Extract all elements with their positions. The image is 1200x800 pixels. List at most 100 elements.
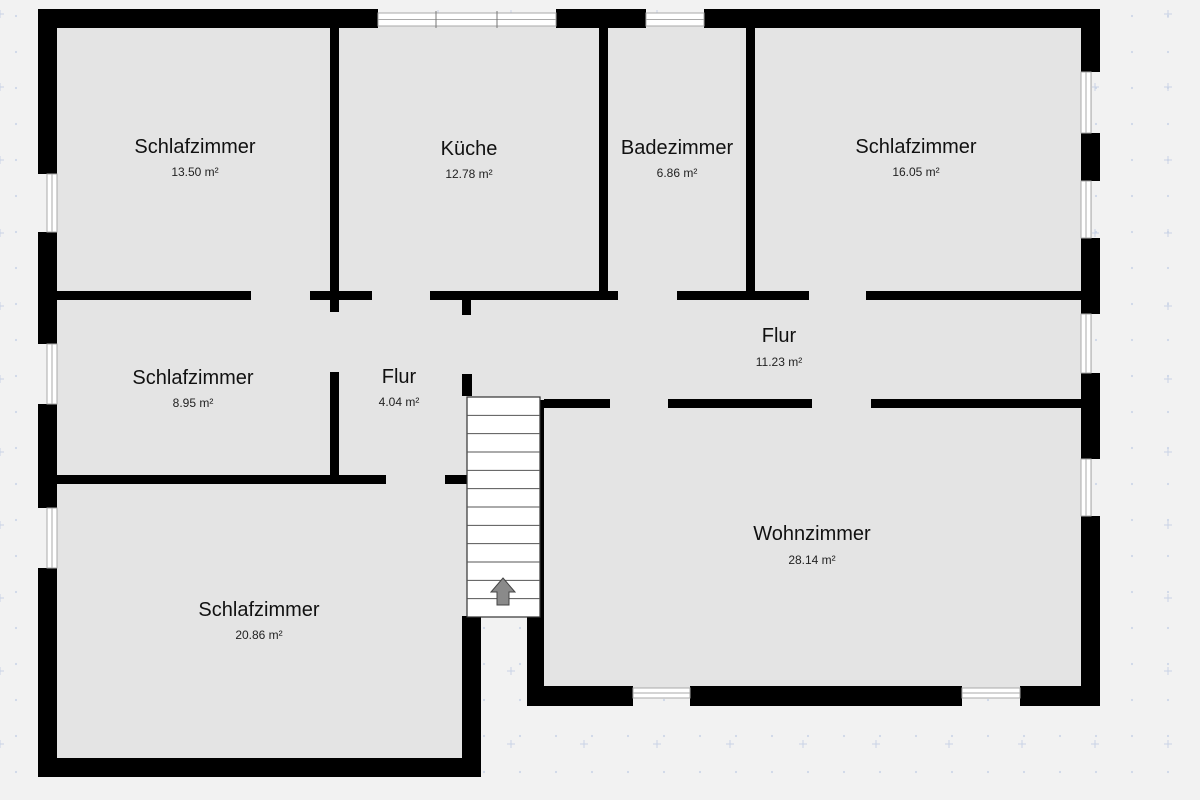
grid-dot: [14, 662, 18, 666]
room-area: 11.23 m²: [756, 355, 802, 369]
wall-right-5: [1081, 516, 1100, 706]
grid-dot: [1130, 86, 1134, 90]
grid-dot: [1166, 554, 1170, 558]
grid-dot: [662, 734, 666, 738]
grid-dot: [1130, 410, 1134, 414]
grid-plus-mark: [1164, 302, 1172, 310]
room-area: 16.05 m²: [892, 165, 939, 179]
grid-dot: [14, 410, 18, 414]
grid-dot: [554, 770, 558, 774]
grid-dot: [914, 770, 918, 774]
wall-left-1: [38, 9, 57, 174]
grid-dot: [1094, 770, 1098, 774]
window-top-bad: [645, 12, 705, 27]
wall-bottom-left: [38, 758, 481, 777]
up-arrow-icon: [489, 577, 517, 606]
grid-dot: [482, 626, 486, 630]
room-name: Schlafzimmer: [132, 367, 253, 389]
grid-dot: [14, 554, 18, 558]
grid-dot: [14, 302, 18, 306]
room-area: 20.86 m²: [235, 628, 282, 642]
grid-plus-mark: [1091, 229, 1099, 237]
grid-plus-mark: [1164, 448, 1172, 456]
grid-plus-mark: [0, 229, 4, 237]
room-schlafzimmer-w: Schlafzimmer 8.95 m²: [132, 367, 253, 410]
grid-plus-mark: [1018, 740, 1026, 748]
wall-h3-a: [544, 399, 610, 408]
grid-dot: [1094, 122, 1098, 126]
grid-dot: [1094, 734, 1098, 738]
grid-dot: [626, 734, 630, 738]
grid-dot: [590, 734, 594, 738]
grid-dot: [14, 86, 18, 90]
wall-bad-east: [746, 18, 755, 300]
wall-bottom-right-1: [527, 686, 633, 706]
grid-dot: [770, 734, 774, 738]
grid-dot: [914, 734, 918, 738]
grid-plus-mark: [726, 740, 734, 748]
grid-dot: [1166, 698, 1170, 702]
wall-bottom-right-2: [690, 686, 962, 706]
grid-dot: [1130, 518, 1134, 522]
floor-fill-lower-right: [533, 400, 1092, 696]
room-name: Wohnzimmer: [753, 523, 871, 545]
grid-plus-mark: [580, 740, 588, 748]
wall-right-4: [1081, 373, 1100, 459]
room-area: 28.14 m²: [788, 553, 835, 567]
grid-dot: [1130, 266, 1134, 270]
grid-dot: [14, 446, 18, 450]
grid-dot: [1130, 158, 1134, 162]
staircase: [466, 396, 541, 618]
grid-dot: [1130, 14, 1134, 18]
wall-h1-stub: [462, 291, 471, 315]
window-right-1: [1080, 71, 1092, 134]
grid-dot: [1130, 590, 1134, 594]
grid-plus-mark: [1091, 83, 1099, 91]
grid-plus-mark: [1164, 667, 1172, 675]
wall-right-1: [1081, 9, 1100, 72]
room-flur-east: Flur 11.23 m²: [756, 325, 802, 369]
grid-dot: [1130, 194, 1134, 198]
grid-dot: [1094, 338, 1098, 342]
wall-kueche-east: [599, 18, 608, 300]
grid-dot: [14, 14, 18, 18]
grid-plus-mark: [0, 521, 4, 529]
grid-dot: [14, 266, 18, 270]
grid-dot: [590, 770, 594, 774]
grid-dot: [950, 770, 954, 774]
grid-dot: [482, 734, 486, 738]
grid-dot: [14, 698, 18, 702]
grid-dot: [518, 698, 522, 702]
floor-area: [47, 18, 1092, 768]
wall-h1-a: [47, 291, 251, 300]
wall-h1-c: [430, 291, 618, 300]
grid-dot: [662, 698, 666, 702]
wall-top-1: [38, 9, 378, 28]
grid-dot: [14, 122, 18, 126]
grid-dot: [518, 770, 522, 774]
room-name: Flur: [762, 325, 797, 347]
grid-plus-mark: [0, 302, 4, 310]
grid-dot: [770, 770, 774, 774]
window-bottom-1: [632, 687, 691, 699]
room-name: Schlafzimmer: [134, 136, 255, 158]
grid-dot: [14, 626, 18, 630]
room-name: Küche: [441, 138, 498, 160]
grid-dot: [1130, 302, 1134, 306]
grid-dot: [1166, 518, 1170, 522]
room-schlafzimmer-ne: Schlafzimmer 16.05 m²: [855, 136, 976, 179]
grid-dot: [1166, 482, 1170, 486]
room-area: 6.86 m²: [657, 166, 698, 180]
grid-dot: [986, 698, 990, 702]
wall-h2-a: [47, 475, 386, 484]
grid-dot: [1022, 734, 1026, 738]
window-left-2: [46, 343, 58, 405]
wall-h2-b: [445, 475, 472, 484]
grid-dot: [1094, 482, 1098, 486]
grid-plus-mark: [0, 156, 4, 164]
grid-dot: [1058, 770, 1062, 774]
room-wohnzimmer: Wohnzimmer 28.14 m²: [753, 523, 871, 567]
grid-dot: [986, 734, 990, 738]
grid-plus-mark: [507, 667, 515, 675]
